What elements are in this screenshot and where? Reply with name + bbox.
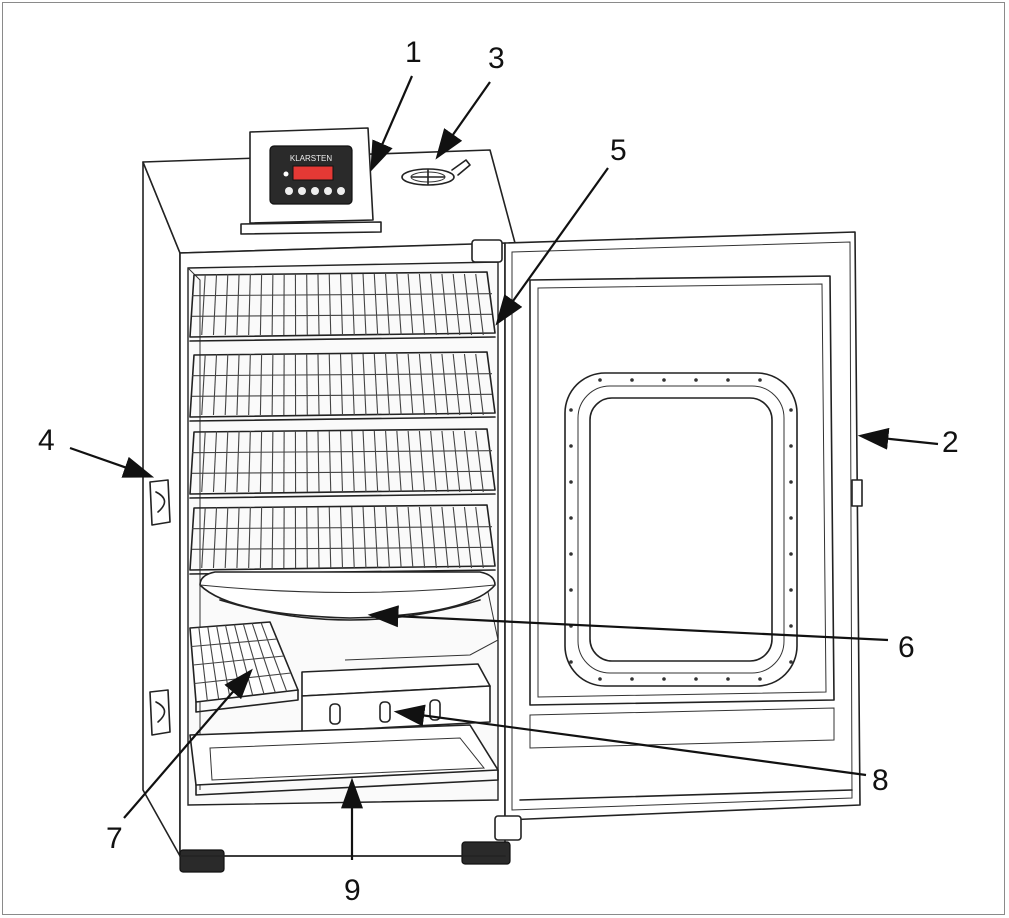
- cabinet-feet: [179, 841, 511, 873]
- heating-element: [301, 663, 491, 733]
- control-panel[interactable]: KLARSTEN: [240, 127, 382, 235]
- window-rivet: [789, 480, 793, 484]
- window-rivet: [789, 444, 793, 448]
- window-rivet: [726, 378, 730, 382]
- callout-9: 9: [344, 874, 361, 907]
- window-rivet: [789, 624, 793, 628]
- wire-rack: [189, 351, 496, 422]
- door-window: [564, 372, 798, 687]
- wire-rack: [189, 428, 496, 499]
- window-rivet: [569, 408, 573, 412]
- wire-rack: [189, 504, 496, 575]
- window-rivet: [630, 378, 634, 382]
- panel-brand: KLARSTEN: [290, 154, 332, 163]
- panel-button[interactable]: [324, 187, 332, 195]
- window-rivet: [694, 378, 698, 382]
- window-rivet: [569, 552, 573, 556]
- callout-8: 8: [872, 764, 889, 797]
- wood-chip-tray: [189, 621, 299, 713]
- window-rivet: [569, 660, 573, 664]
- digital-display: [292, 165, 334, 181]
- window-rivet: [789, 516, 793, 520]
- window-rivet: [758, 677, 762, 681]
- window-rivet: [569, 516, 573, 520]
- top-vent[interactable]: [401, 159, 471, 186]
- window-rivet: [758, 378, 762, 382]
- side-latches[interactable]: [149, 479, 171, 736]
- window-rivet: [662, 677, 666, 681]
- window-rivet: [726, 677, 730, 681]
- callout-1: 1: [405, 36, 422, 69]
- window-rivet: [569, 444, 573, 448]
- water-bowl: [199, 571, 499, 661]
- callout-numbers: 1 2 3 4 5 6 7 8 9: [38, 36, 959, 907]
- arrow-8: [393, 704, 867, 777]
- arrow-6: [367, 605, 889, 642]
- window-rivet: [789, 660, 793, 664]
- arrow-5: [495, 167, 609, 326]
- wire-rack: [189, 271, 496, 342]
- window-rivet: [662, 378, 666, 382]
- arrow-3: [435, 81, 491, 160]
- callout-3: 3: [488, 42, 505, 75]
- arrow-7: [123, 668, 253, 819]
- window-rivet: [569, 480, 573, 484]
- callout-5: 5: [610, 134, 627, 167]
- callout-4: 4: [38, 424, 55, 457]
- panel-button[interactable]: [337, 187, 345, 195]
- arrow-4: [69, 446, 155, 478]
- callout-6: 6: [898, 631, 915, 664]
- panel-button[interactable]: [298, 187, 306, 195]
- window-rivet: [694, 677, 698, 681]
- window-rivet: [598, 677, 602, 681]
- callout-arrows: [69, 75, 939, 860]
- panel-button[interactable]: [285, 187, 293, 195]
- window-rivet: [569, 588, 573, 592]
- window-rivet: [789, 408, 793, 412]
- window-rivet: [598, 378, 602, 382]
- window-rivet: [789, 552, 793, 556]
- window-rivet: [789, 588, 793, 592]
- callout-2: 2: [942, 426, 959, 459]
- wire-racks: [189, 271, 496, 575]
- panel-button[interactable]: [311, 187, 319, 195]
- arrow-1: [370, 75, 414, 173]
- arrow-2: [857, 427, 939, 450]
- window-rivet: [630, 677, 634, 681]
- callout-7: 7: [106, 822, 123, 855]
